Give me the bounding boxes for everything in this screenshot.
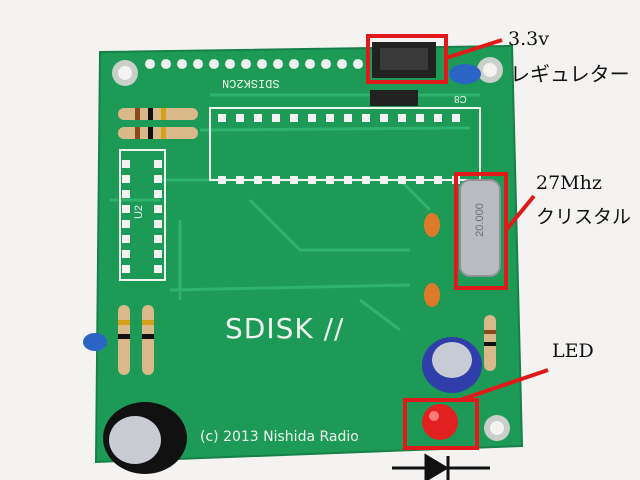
ic-pins bbox=[122, 114, 460, 273]
ic-pin bbox=[380, 176, 388, 184]
header-pad bbox=[225, 59, 235, 69]
regulator-highlight-box bbox=[366, 34, 448, 84]
ic-pin bbox=[290, 114, 298, 122]
annotation-pointers bbox=[445, 38, 549, 402]
regulator-label-line2: レギュレター bbox=[510, 62, 630, 86]
crystal-marking: 20.000 bbox=[473, 203, 486, 237]
annotation-boxes bbox=[366, 34, 508, 450]
ic-pin bbox=[308, 114, 316, 122]
crystal-can bbox=[459, 179, 501, 277]
resistor-right bbox=[484, 315, 496, 371]
ic-pin bbox=[380, 114, 388, 122]
ic-pin bbox=[416, 176, 424, 184]
u2-pin bbox=[122, 160, 130, 168]
ic-pin bbox=[398, 114, 406, 122]
header-pad bbox=[289, 59, 299, 69]
ic-pin bbox=[272, 176, 280, 184]
u2-pin bbox=[154, 250, 162, 258]
header-pad bbox=[305, 59, 315, 69]
crystal-label-line2: クリスタル bbox=[536, 206, 632, 228]
header-pad bbox=[241, 59, 251, 69]
u2-pin bbox=[122, 220, 130, 228]
ic-pin bbox=[254, 114, 262, 122]
silk-ref-u2: U2 bbox=[133, 204, 146, 220]
u2-pin bbox=[122, 205, 130, 213]
ic-pin bbox=[434, 114, 442, 122]
resistors-bottom bbox=[118, 305, 154, 375]
electrolytic-capacitor-left bbox=[103, 402, 187, 474]
u2-pin bbox=[154, 235, 162, 243]
blue-capacitor-left bbox=[83, 333, 107, 351]
ic-pin bbox=[236, 176, 244, 184]
electrolytic-capacitor-right bbox=[422, 337, 482, 393]
ic-pin bbox=[362, 176, 370, 184]
ic-pin bbox=[290, 176, 298, 184]
ic-pin bbox=[452, 114, 460, 122]
ic-pin bbox=[236, 114, 244, 122]
ic-pin bbox=[308, 176, 316, 184]
u2-pin bbox=[122, 250, 130, 258]
header-pad bbox=[337, 59, 347, 69]
u2-pin bbox=[154, 175, 162, 183]
ic-pin bbox=[398, 176, 406, 184]
header-pad bbox=[321, 59, 331, 69]
u2-pin bbox=[154, 190, 162, 198]
silk-top-label: SDISK2CN bbox=[222, 76, 280, 90]
regulator-label-line1: 3.3v bbox=[508, 28, 549, 50]
board-copyright: (c) 2013 Nishida Radio bbox=[200, 429, 359, 445]
u2-pin bbox=[122, 235, 130, 243]
led-label: LED bbox=[552, 340, 594, 362]
ic-pin bbox=[362, 114, 370, 122]
crystal-label-line1: 27Mhz bbox=[536, 172, 602, 194]
ic-pin bbox=[344, 114, 352, 122]
ic-pin bbox=[434, 176, 442, 184]
led-highlight-box bbox=[403, 398, 479, 450]
header-pad bbox=[353, 59, 363, 69]
header-pad bbox=[257, 59, 267, 69]
header-pad bbox=[209, 59, 219, 69]
ic-pin bbox=[326, 114, 334, 122]
u2-pin bbox=[122, 190, 130, 198]
ic-pin bbox=[254, 176, 262, 184]
header-pad bbox=[177, 59, 187, 69]
u2-pin bbox=[122, 175, 130, 183]
u2-pin bbox=[154, 220, 162, 228]
ic-pin bbox=[344, 176, 352, 184]
pcb-board bbox=[96, 46, 522, 462]
ic-pin bbox=[416, 114, 424, 122]
u2-pin bbox=[122, 265, 130, 273]
header-pad bbox=[193, 59, 203, 69]
resistors-top bbox=[118, 108, 198, 139]
u2-outline bbox=[119, 149, 166, 281]
ic-pin bbox=[272, 114, 280, 122]
ceramic-capacitor bbox=[449, 64, 481, 84]
header-pad bbox=[161, 59, 171, 69]
ic-pin bbox=[218, 114, 226, 122]
ic-pin bbox=[218, 176, 226, 184]
u2-pin bbox=[154, 265, 162, 273]
silk-ref-c8: C8 bbox=[454, 93, 467, 104]
board-title: SDISK // bbox=[225, 312, 345, 345]
header-pads bbox=[145, 59, 363, 69]
orange-capacitor-2 bbox=[424, 283, 440, 307]
crystal-highlight-box bbox=[454, 172, 508, 290]
u2-pin bbox=[154, 160, 162, 168]
diode-symbol bbox=[392, 453, 490, 480]
ic-pin bbox=[326, 176, 334, 184]
header-pad bbox=[273, 59, 283, 69]
header-pad bbox=[145, 59, 155, 69]
red-led bbox=[422, 404, 458, 440]
u2-pin bbox=[154, 205, 162, 213]
smd-part bbox=[370, 90, 418, 106]
orange-capacitor-1 bbox=[424, 213, 440, 237]
